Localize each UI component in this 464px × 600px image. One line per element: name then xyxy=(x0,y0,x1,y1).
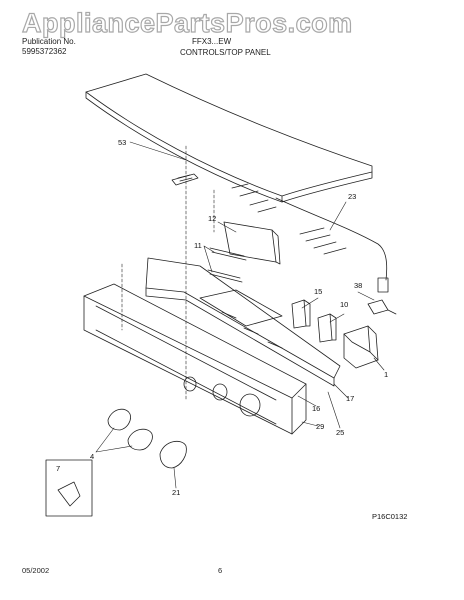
switch-10 xyxy=(317,313,337,343)
section-title: CONTROLS/TOP PANEL xyxy=(180,48,271,57)
callout-53: 53 xyxy=(118,138,127,147)
wiring-harness-23 xyxy=(231,183,389,293)
watermark: AppliancePartsPros.com xyxy=(21,7,353,38)
control-console xyxy=(145,257,341,387)
callout-16: 16 xyxy=(312,404,321,413)
callout-1: 1 xyxy=(384,370,389,379)
footer-page-number: 6 xyxy=(218,566,223,575)
inset-detail-7 xyxy=(45,459,93,517)
control-board-12 xyxy=(207,221,281,283)
callout-4: 4 xyxy=(90,452,95,461)
callout-25: 25 xyxy=(336,428,345,437)
publication-label: Publication No. xyxy=(22,37,76,46)
callout-11: 11 xyxy=(194,241,202,250)
callout-17: 17 xyxy=(346,394,355,403)
switch-15 xyxy=(291,299,311,329)
model-number: FFX3...EW xyxy=(192,37,232,46)
callout-29: 29 xyxy=(316,422,325,431)
callout-10: 10 xyxy=(340,300,349,309)
callout-7: 7 xyxy=(56,464,61,473)
callout-38: 38 xyxy=(354,281,363,290)
wire-harness xyxy=(171,173,199,186)
callout-21: 21 xyxy=(172,488,181,497)
control-panel-29 xyxy=(83,283,307,435)
callout-12: 12 xyxy=(208,214,217,223)
figure-code: P16C0132 xyxy=(372,512,408,521)
timer-1 xyxy=(343,325,379,369)
footer-date: 05/2002 xyxy=(22,566,50,575)
buzzer-38 xyxy=(367,299,397,315)
knobs xyxy=(107,408,187,469)
publication-number: 5995372362 xyxy=(22,47,67,56)
leader-lines xyxy=(95,141,385,489)
callout-23: 23 xyxy=(348,192,357,201)
callout-15: 15 xyxy=(314,287,323,296)
top-panel xyxy=(85,73,373,203)
